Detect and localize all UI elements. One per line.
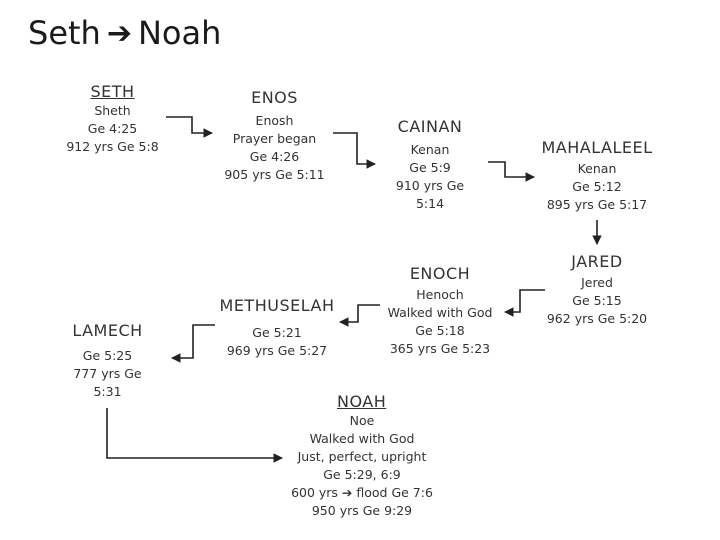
node-enoch-name: ENOCH	[409, 264, 471, 283]
arrow-lamech-noah	[106, 408, 283, 463]
node-noah-line-5: 600 yrs ➔ flood Ge 7:6	[291, 485, 433, 500]
title-to: Noah	[137, 14, 222, 52]
node-lamech-line-2: 777 yrs Ge	[73, 366, 142, 381]
node-methuselah: METHUSELAH Ge 5:21 969 yrs Ge 5:27	[212, 296, 342, 360]
node-seth-name: SETH	[90, 82, 135, 101]
node-cainan-name: CAINAN	[397, 117, 463, 136]
node-jared-name: JARED	[571, 252, 623, 271]
node-methuselah-line-2: 969 yrs Ge 5:27	[226, 343, 328, 358]
arrow-right-icon: ➔	[106, 15, 132, 51]
node-enos-line-2: Prayer began	[232, 131, 317, 146]
node-cainan-line-2: Ge 5:9	[409, 160, 451, 175]
node-enos-line-1: Enosh	[255, 113, 294, 128]
node-lamech-line-1: Ge 5:25	[82, 348, 133, 363]
node-jared-line-1: Jered	[581, 275, 613, 290]
title-from: Seth	[28, 14, 101, 52]
node-lamech-name: LAMECH	[72, 321, 143, 340]
node-mahalaleel: MAHALALEEL Kenan Ge 5:12 895 yrs Ge 5:17	[532, 138, 662, 214]
arrow-jared-enoch	[504, 289, 545, 317]
node-jared-line-2: Ge 5:15	[572, 293, 622, 308]
node-enoch-line-3: Ge 5:18	[415, 323, 465, 338]
node-noah-name: NOAH	[337, 392, 387, 411]
arrow-cainan-mahalaleel	[488, 161, 535, 182]
node-enoch-line-2: Walked with God	[387, 305, 493, 320]
node-jared-line-3: 962 yrs Ge 5:20	[546, 311, 648, 326]
node-enos: ENOS Enosh Prayer began Ge 4:26 905 yrs …	[212, 88, 337, 184]
node-noah-line-1: Noe	[349, 413, 375, 428]
node-enos-line-3: Ge 4:26	[249, 149, 300, 164]
node-mahalaleel-line-1: Kenan	[577, 161, 617, 176]
arrow-enos-cainan	[333, 132, 376, 169]
node-mahalaleel-line-2: Ge 5:12	[572, 179, 622, 194]
node-noah-line-4: Ge 5:29, 6:9	[323, 467, 401, 482]
arrow-methuselah-lamech	[171, 324, 215, 363]
node-lamech-line-3: 5:31	[93, 384, 122, 399]
node-jared: JARED Jered Ge 5:15 962 yrs Ge 5:20	[532, 252, 662, 328]
node-enoch-line-4: 365 yrs Ge 5:23	[389, 341, 491, 356]
node-noah-line-6: 950 yrs Ge 9:29	[311, 503, 413, 518]
arrow-seth-enos	[166, 116, 213, 138]
node-seth: SETH Sheth Ge 4:25 912 yrs Ge 5:8	[55, 82, 170, 156]
node-mahalaleel-line-3: 895 yrs Ge 5:17	[546, 197, 648, 212]
node-enos-line-4: 905 yrs Ge 5:11	[224, 167, 325, 182]
node-enos-name: ENOS	[251, 88, 298, 107]
page-title: Seth➔Noah	[28, 12, 221, 52]
node-cainan-line-4: 5:14	[415, 196, 445, 211]
node-methuselah-line-1: Ge 5:21	[252, 325, 302, 340]
node-seth-line-1: Sheth	[94, 103, 131, 118]
node-mahalaleel-name: MAHALALEEL	[541, 138, 653, 157]
node-noah-line-3: Just, perfect, upright	[297, 449, 427, 464]
arrow-enoch-methuselah	[339, 304, 380, 327]
node-enoch-line-1: Henoch	[416, 287, 464, 302]
node-noah: NOAH Noe Walked with God Just, perfect, …	[282, 392, 442, 520]
node-methuselah-name: METHUSELAH	[219, 296, 335, 315]
node-cainan: CAINAN Kenan Ge 5:9 910 yrs Ge 5:14	[375, 117, 485, 213]
node-noah-line-2: Walked with God	[309, 431, 415, 446]
node-lamech: LAMECH Ge 5:25 777 yrs Ge 5:31	[55, 321, 160, 401]
node-enoch: ENOCH Henoch Walked with God Ge 5:18 365…	[375, 264, 505, 358]
node-seth-line-2: Ge 4:25	[87, 121, 138, 136]
node-cainan-line-3: 910 yrs Ge	[395, 178, 465, 193]
node-cainan-line-1: Kenan	[410, 142, 450, 157]
node-seth-line-3: 912 yrs Ge 5:8	[66, 139, 159, 154]
